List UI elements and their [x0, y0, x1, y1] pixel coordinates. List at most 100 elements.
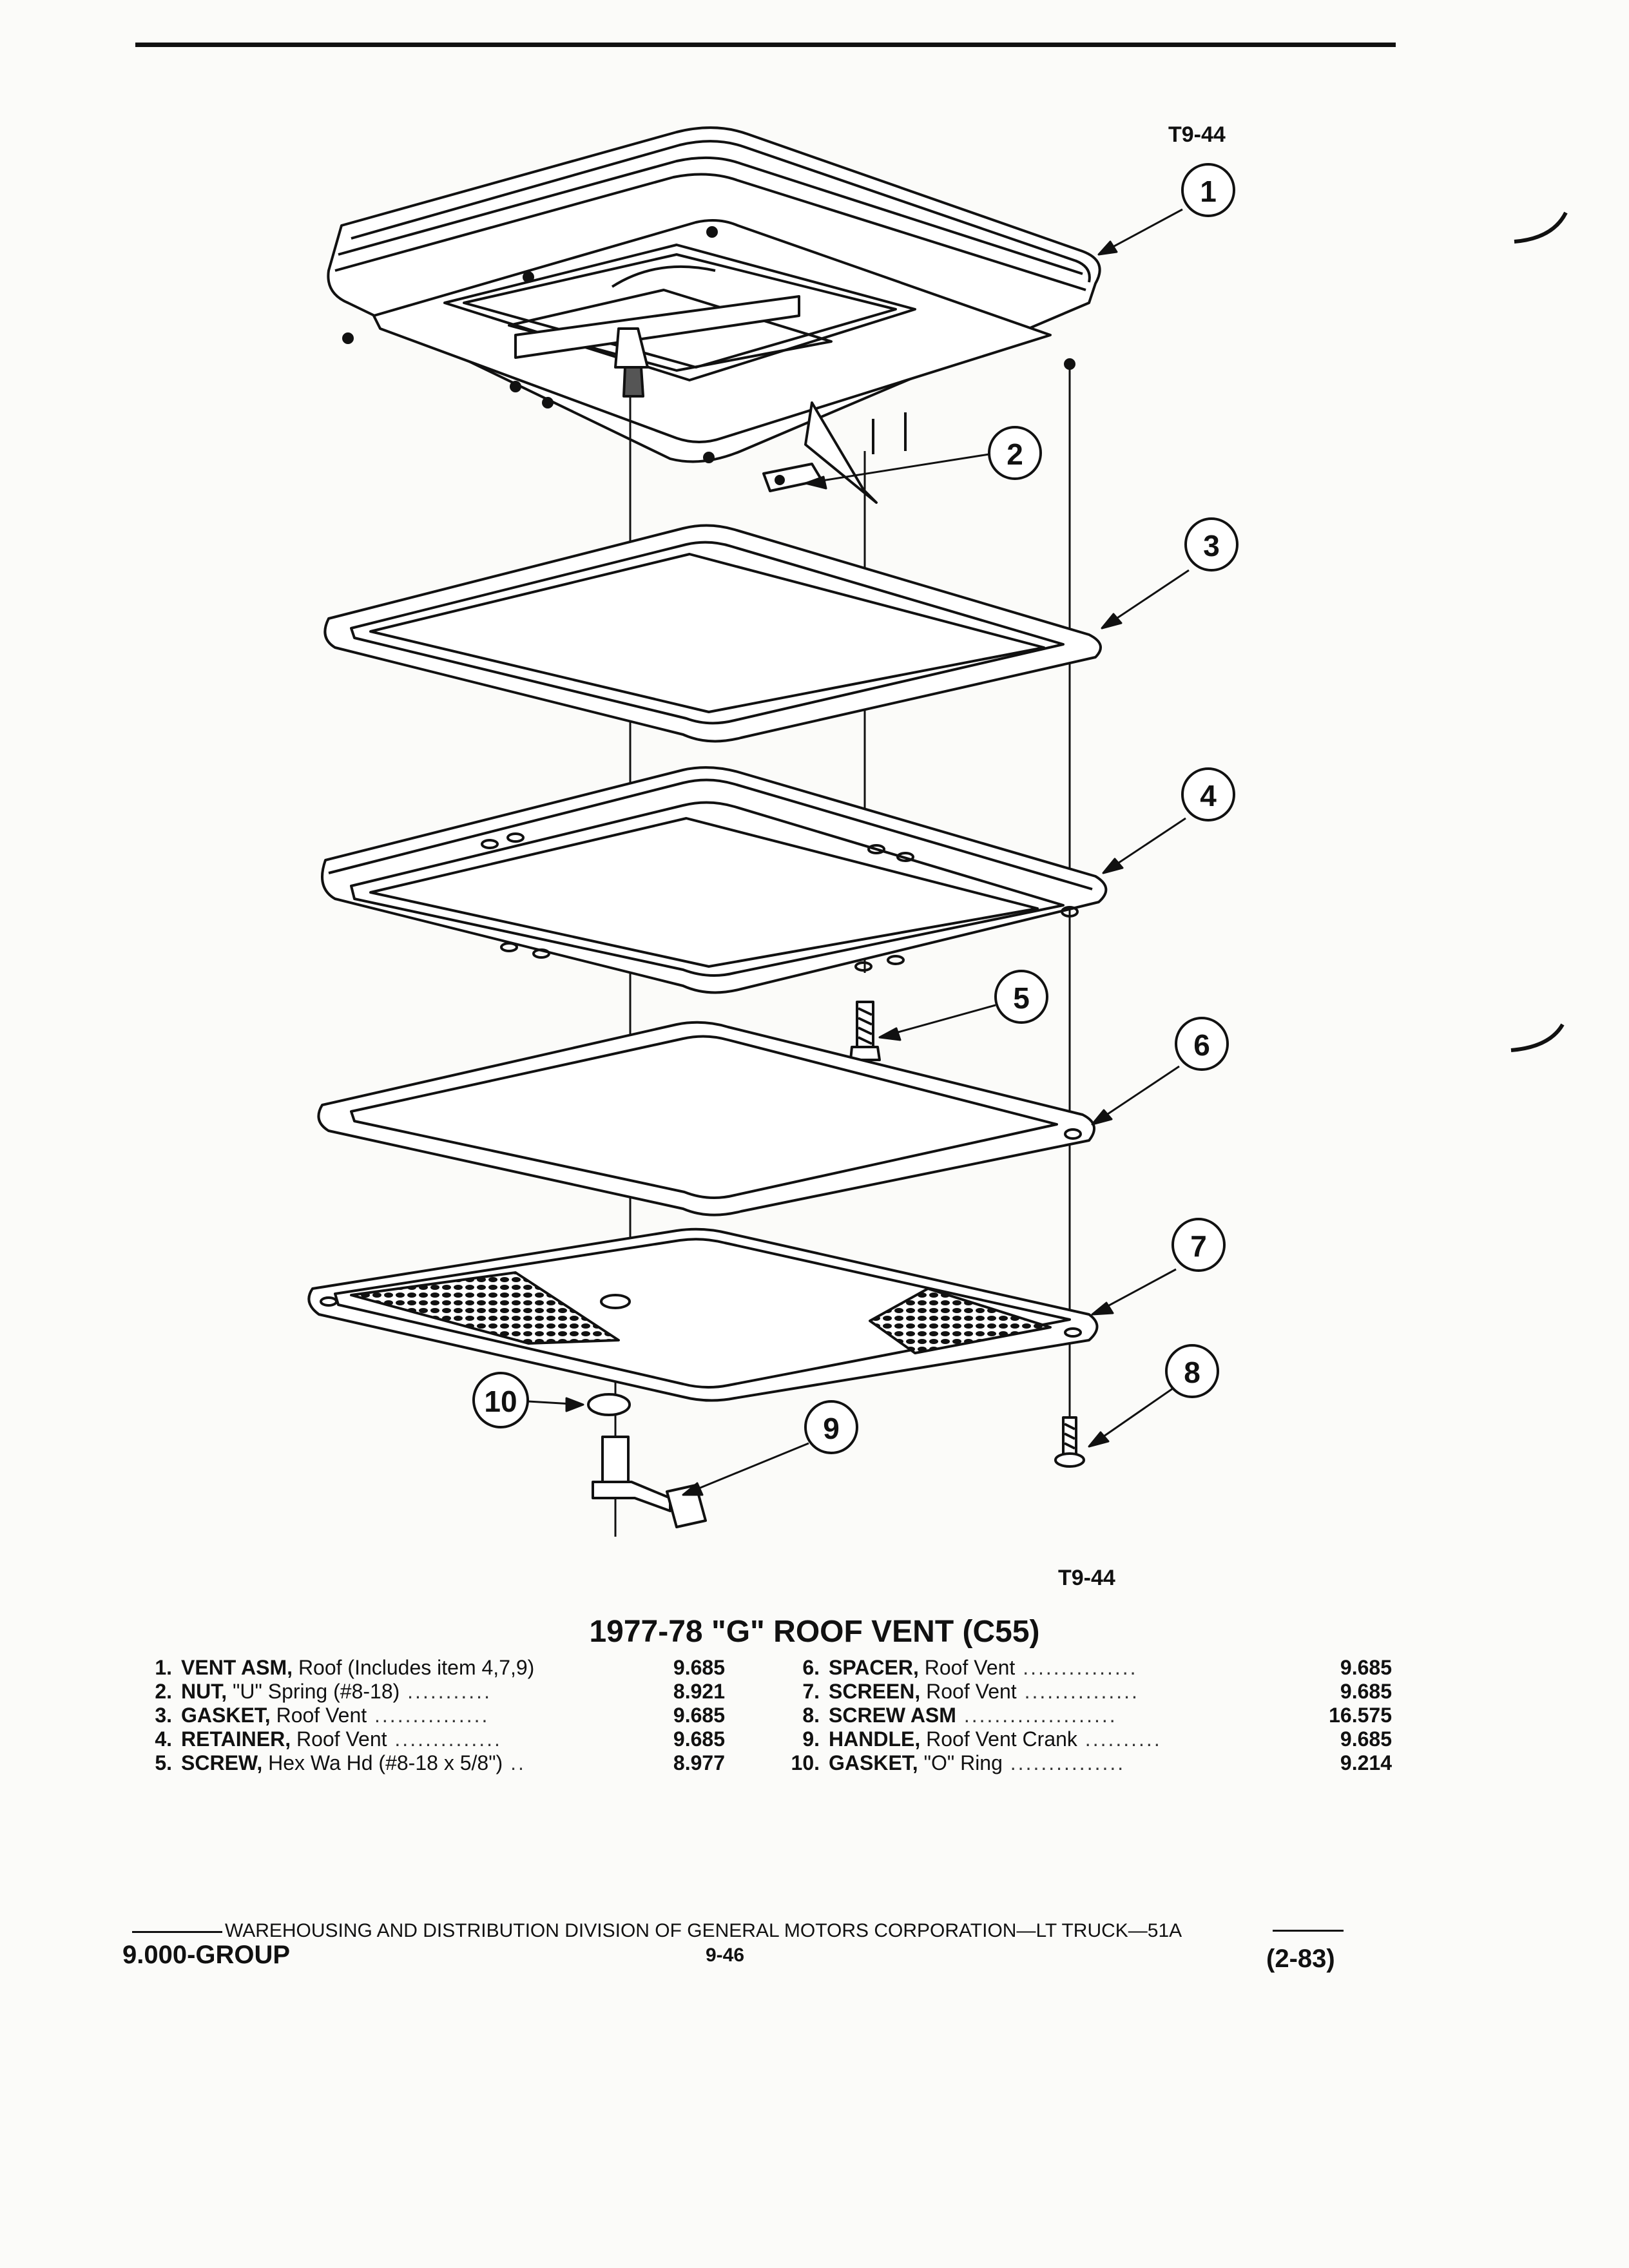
- part-description: GASKET, Roof Vent ...............: [181, 1704, 622, 1727]
- hex-screw-part: [849, 1001, 881, 1061]
- part-description: SCREW, Hex Wa Hd (#8-18 x 5/8") ..: [181, 1751, 622, 1775]
- part-detail: Roof Vent: [270, 1704, 367, 1727]
- part-detail: Hex Wa Hd (#8-18 x 5/8"): [262, 1751, 503, 1774]
- part-number: 7.: [802, 1680, 820, 1703]
- leader-dots: ...............: [1015, 1656, 1138, 1679]
- leader-dots: ....................: [956, 1704, 1117, 1727]
- footer-page-number: 9-46: [706, 1945, 745, 1966]
- leader-lines: [528, 208, 1190, 1496]
- spacer-part: [317, 1021, 1095, 1216]
- part-detail: Roof Vent: [291, 1727, 387, 1751]
- parts-row: 10. GASKET, "O" Ring ............... 9.2…: [780, 1751, 1392, 1775]
- part-description: VENT ASM, Roof (Includes item 4,7,9): [181, 1656, 622, 1680]
- screen-part: [307, 1227, 1099, 1402]
- part-detail: Roof (Includes item 4,7,9): [293, 1656, 535, 1679]
- parts-row: 2. NUT, "U" Spring (#8-18) ........... 8…: [132, 1680, 725, 1704]
- part-name: SCREEN,: [829, 1680, 921, 1703]
- callout-label-7: 7: [1190, 1229, 1207, 1263]
- figure-id-bottom: T9-44: [1058, 1566, 1115, 1590]
- callout-label-10: 10: [484, 1385, 517, 1418]
- part-number: 2.: [155, 1680, 172, 1703]
- part-number: 10.: [791, 1751, 820, 1774]
- parts-row: 9. HANDLE, Roof Vent Crank .......... 9.…: [780, 1727, 1392, 1751]
- figure-id-top: T9-44: [1168, 122, 1226, 147]
- parts-row: 5. SCREW, Hex Wa Hd (#8-18 x 5/8") .. 8.…: [132, 1751, 725, 1775]
- part-detail: Roof Vent: [920, 1680, 1017, 1703]
- group-number: 8.977: [673, 1751, 725, 1774]
- part-name: RETAINER,: [181, 1727, 291, 1751]
- callout-label-2: 2: [1007, 437, 1023, 471]
- callout-2: [988, 426, 1042, 480]
- group-number: 9.214: [1340, 1751, 1392, 1774]
- group-number: 9.685: [673, 1704, 725, 1727]
- group-number: 9.685: [1340, 1680, 1392, 1703]
- top-rule: [135, 43, 1396, 47]
- footer-group: 9.000-GROUP: [122, 1941, 291, 1969]
- part-description: HANDLE, Roof Vent Crank ..........: [829, 1727, 1308, 1751]
- part-detail: Roof Vent Crank: [920, 1727, 1077, 1751]
- parts-row: 6. SPACER, Roof Vent ............... 9.6…: [780, 1656, 1392, 1680]
- leader-dots: ..............: [387, 1727, 502, 1751]
- part-description: NUT, "U" Spring (#8-18) ...........: [181, 1680, 622, 1704]
- exploded-view-diagram: 1 2 3 4 5 6 7 8 9 10: [307, 126, 1568, 1537]
- part-number: 5.: [155, 1751, 172, 1774]
- part-number: 9.: [802, 1727, 820, 1751]
- part-detail: Roof Vent: [918, 1656, 1016, 1679]
- group-number: 9.685: [673, 1727, 725, 1751]
- leader-dots: ...........: [400, 1680, 492, 1703]
- footer-division-text: WAREHOUSING AND DISTRIBUTION DIVISION OF…: [225, 1920, 1182, 1941]
- leader-dots: ..........: [1077, 1727, 1162, 1751]
- parts-list-title: 1977-78 "G" ROOF VENT (C55): [589, 1615, 1040, 1649]
- callout-label-9: 9: [823, 1412, 840, 1445]
- callout-label-6: 6: [1193, 1028, 1210, 1062]
- part-number: 4.: [155, 1727, 172, 1751]
- parts-row: 1. VENT ASM, Roof (Includes item 4,7,9) …: [132, 1656, 725, 1680]
- callout-1: [1181, 163, 1235, 217]
- part-description: GASKET, "O" Ring ...............: [829, 1751, 1308, 1775]
- leader-dots: ...............: [1016, 1680, 1139, 1703]
- leader-dots: ...............: [367, 1704, 490, 1727]
- parts-list-right: 6. SPACER, Roof Vent ............... 9.6…: [780, 1656, 1392, 1775]
- callout-label-4: 4: [1200, 779, 1217, 812]
- part-detail: "O" Ring: [918, 1751, 1003, 1774]
- callout-4: [1181, 767, 1235, 822]
- part-name: SCREW,: [181, 1751, 263, 1774]
- callout-3: [1184, 517, 1239, 572]
- parts-row: 3. GASKET, Roof Vent ............... 9.6…: [132, 1704, 725, 1727]
- group-number: 9.685: [1340, 1656, 1392, 1679]
- leader-dots: ...............: [1002, 1751, 1126, 1774]
- callout-7: [1171, 1218, 1226, 1272]
- callout-10: [472, 1372, 529, 1428]
- callout-6: [1175, 1017, 1229, 1071]
- gasket-part: [323, 524, 1102, 743]
- screw-asm-part: [1054, 1416, 1085, 1468]
- part-name: GASKET,: [181, 1704, 271, 1727]
- parts-row: 8. SCREW ASM .................... 16.575: [780, 1704, 1392, 1727]
- part-name: SPACER,: [829, 1656, 919, 1679]
- parts-list-left: 1. VENT ASM, Roof (Includes item 4,7,9) …: [132, 1656, 725, 1775]
- footer-rule: [132, 1930, 222, 1933]
- parts-row: 4. RETAINER, Roof Vent .............. 9.…: [132, 1727, 725, 1751]
- callout-label-1: 1: [1200, 175, 1217, 208]
- group-number: 16.575: [1329, 1704, 1392, 1727]
- vent-assembly-part: [327, 126, 1101, 504]
- footer-date: (2-83): [1266, 1945, 1335, 1973]
- part-number: 1.: [155, 1656, 172, 1679]
- callout-label-8: 8: [1184, 1356, 1200, 1389]
- part-description: SPACER, Roof Vent ...............: [829, 1656, 1308, 1680]
- part-number: 8.: [802, 1704, 820, 1727]
- part-description: SCREW ASM ....................: [829, 1704, 1308, 1727]
- group-number: 8.921: [673, 1680, 725, 1703]
- callout-5: [994, 970, 1048, 1024]
- callout-label-5: 5: [1013, 981, 1030, 1015]
- callout-label-3: 3: [1203, 529, 1220, 562]
- crank-handle-part: [592, 1436, 707, 1528]
- part-name: HANDLE,: [829, 1727, 921, 1751]
- group-number: 9.685: [1340, 1727, 1392, 1751]
- parts-row: 7. SCREEN, Roof Vent ............... 9.6…: [780, 1680, 1392, 1704]
- callout-9: [804, 1400, 858, 1454]
- part-name: SCREW ASM: [829, 1704, 956, 1727]
- footer-rule-right: [1273, 1930, 1344, 1932]
- retainer-part: [321, 766, 1108, 994]
- part-number: 6.: [802, 1656, 820, 1679]
